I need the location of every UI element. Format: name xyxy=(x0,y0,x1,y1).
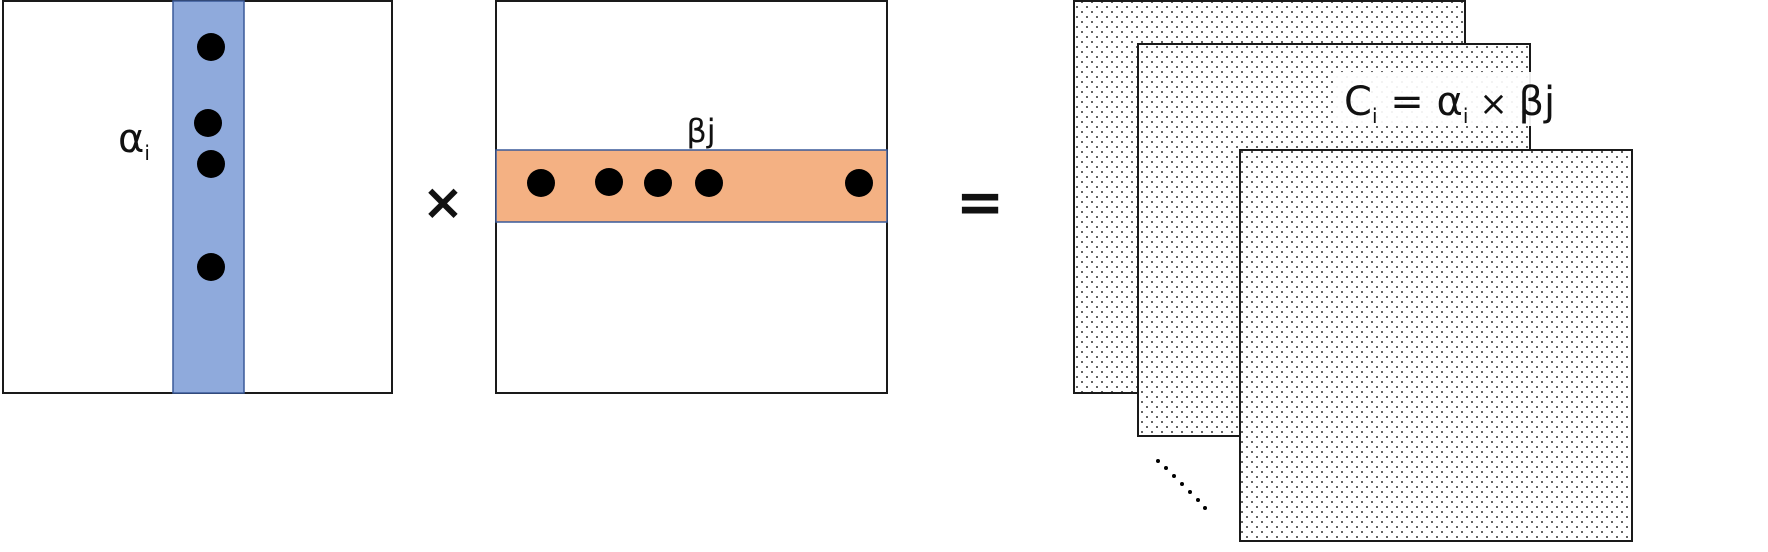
matrix-a-dot xyxy=(194,109,222,137)
formula-alpha: α xyxy=(1436,79,1462,125)
matrix-a-dot xyxy=(197,253,225,281)
matrix-a-dot xyxy=(197,150,225,178)
alpha-label: αi xyxy=(118,116,150,165)
matrix-b-dot xyxy=(845,169,873,197)
formula-beta: βj xyxy=(1519,79,1556,125)
matrix-b-dot xyxy=(644,169,672,197)
matrix-a-highlight-column xyxy=(172,0,245,394)
formula-alpha-subscript: i xyxy=(1463,104,1469,128)
ellipsis-dot xyxy=(1188,490,1192,494)
continuation-ellipsis xyxy=(1156,459,1207,510)
formula-times: × xyxy=(1468,84,1518,124)
matrix-b-dot xyxy=(695,169,723,197)
multiply-operator: × xyxy=(422,173,464,231)
matrix-a: αi xyxy=(2,0,393,394)
matrix-b-dot xyxy=(527,169,555,197)
ellipsis-dot xyxy=(1164,466,1168,470)
ellipsis-dot xyxy=(1180,482,1184,486)
alpha-symbol: α xyxy=(118,116,144,162)
result-layer-front xyxy=(1239,149,1633,542)
equals-operator: = xyxy=(956,168,1005,236)
matrix-b-highlight-row xyxy=(495,149,888,223)
matrix-a-dot xyxy=(197,33,225,61)
ellipsis-dot xyxy=(1156,459,1160,463)
result-stack: Ci = αi × βj xyxy=(1073,0,1633,542)
result-formula: Ci = αi × βj xyxy=(1344,79,1555,128)
matrix-b: βj xyxy=(495,0,888,394)
alpha-subscript: i xyxy=(144,141,150,165)
beta-label: βj xyxy=(686,112,715,150)
ellipsis-dot xyxy=(1203,506,1207,510)
matrix-b-dot xyxy=(595,168,623,196)
formula-c: C xyxy=(1344,79,1372,125)
formula-c-subscript: i xyxy=(1372,104,1378,128)
ellipsis-dot xyxy=(1172,474,1176,478)
result-formula-backdrop xyxy=(1335,72,1540,126)
formula-equals: = xyxy=(1378,79,1437,125)
ellipsis-dot xyxy=(1196,498,1200,502)
